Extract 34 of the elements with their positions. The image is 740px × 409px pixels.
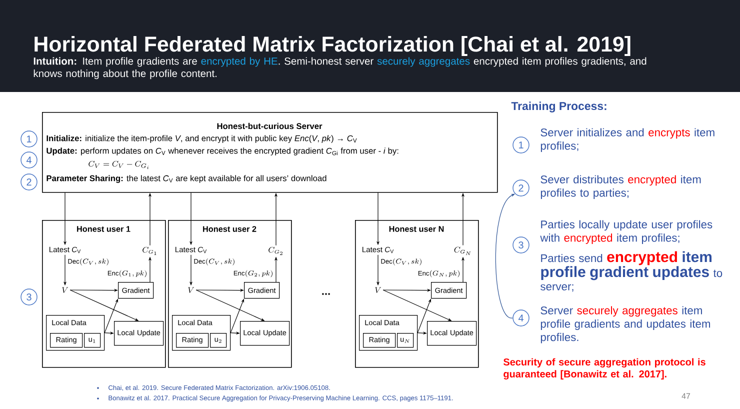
edge-label: $\mathrm{Dec}(C_V, sk)$: [68, 258, 108, 266]
variable-label: $V$: [62, 287, 68, 293]
slide-title: Horizontal Federated Matrix Factorization [Chai et al. 2019]: [34, 36, 630, 56]
edge-label: $\mathrm{Enc}(G_1, pk)$: [108, 270, 146, 278]
step-description: Sever distributes encrypted item profiles to parties;: [540, 175, 701, 199]
edge-label: $\mathrm{Enc}(G_2, pk)$: [234, 270, 272, 278]
edge-label: $\mathrm{Dec}(C_V, sk)$: [194, 258, 234, 266]
step-description: Server securely aggregates item profile gradients and updates item profiles.: [540, 306, 710, 344]
server-box: Honest-but-curious Server Initialize: initialize the item-profile V, and encrypt it with public key Enc(V, pk) → C$_{V}$ Update: perform updates on C$_{V}$ whenever receives the encrypted gradient C$_{Gi}$ from user - i by: $C_V = C_V - C_{G_i}$ Parameter Sharing: the latest C$_{V}$ are kept available for all users’ download: [42, 112, 498, 193]
step-description: Parties locally update user profiles with encrypted item profiles;: [540, 220, 712, 244]
step-number: 2: [20, 174, 38, 190]
step-number: 1: [512, 136, 530, 154]
edge-label: $\mathrm{Dec}(C_V, sk)$: [381, 258, 422, 266]
step-number: 1: [20, 130, 38, 148]
security-note: Security of secure aggregation protocol is guaranteed [Bonawitz et al. 2017].: [503, 358, 706, 380]
step-number: 4: [512, 310, 530, 326]
step-number: 3: [20, 288, 38, 306]
step-number: 2: [512, 180, 530, 196]
step-description: Parties send encrypted item profile gradient updates to server;: [540, 251, 722, 292]
data-box: $\mathrm{u}_1$: [84, 333, 101, 348]
ellipsis: ...: [322, 293, 330, 295]
step-description: Server initializes and encrypts item profiles;: [540, 128, 714, 152]
variable-label: $V$: [375, 287, 382, 293]
variable-label: $C_{G_N}$: [454, 246, 471, 256]
edge-label: $\mathrm{Enc}(G_N, pk)$: [418, 270, 460, 278]
variable-label: $C_{G_1}$: [142, 246, 156, 255]
data-box: $\mathrm{u}_2$: [210, 333, 227, 348]
section-heading: Training Process:: [511, 102, 606, 112]
variable-label: $C_{G_2}$: [268, 246, 282, 255]
step-number: 3: [512, 236, 530, 254]
data-box: $\mathrm{u}_N$: [397, 333, 414, 348]
variable-label: $V$: [188, 287, 194, 293]
intuition-text: Intuition: Item profile gradients are encrypted by HE. Semi-honest server securely aggregates encrypted item profiles gradients, and knows nothing about the profile content.: [34, 57, 646, 80]
step-number: 4: [20, 152, 38, 168]
